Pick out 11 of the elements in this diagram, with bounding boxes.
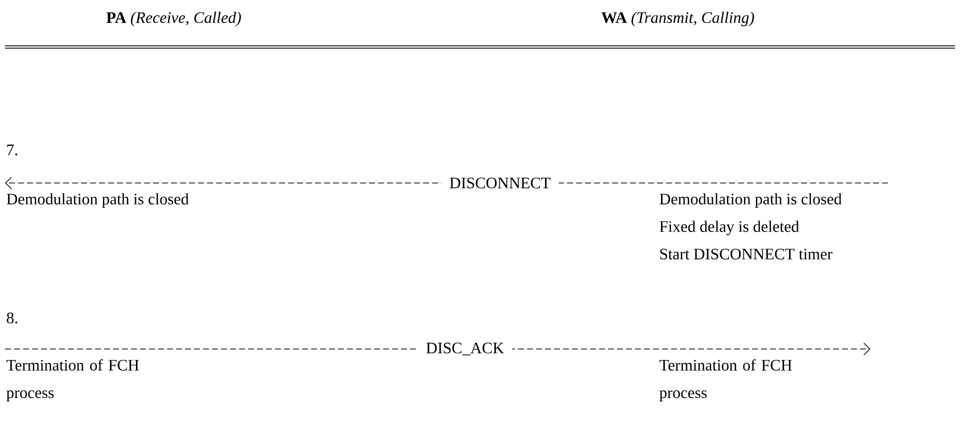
step-number: 7. — [7, 144, 18, 156]
note: Termination of FCH process — [6, 359, 139, 402]
note: Demodulation path is closed Fixed delay is deleted Start DISCONNECT timer — [660, 193, 842, 260]
note: Termination of FCH process — [659, 359, 792, 402]
arrow — [4, 342, 870, 356]
column-heading: WA (Transmit, Calling) — [601, 12, 754, 26]
column-heading: PA (Receive, Called) — [106, 12, 241, 26]
edge-label: DISCONNECT — [441, 176, 559, 190]
note: Demodulation path is closed — [6, 193, 189, 208]
edge-label: DISC_ACK — [418, 340, 512, 358]
step-number: 8. — [6, 312, 18, 324]
